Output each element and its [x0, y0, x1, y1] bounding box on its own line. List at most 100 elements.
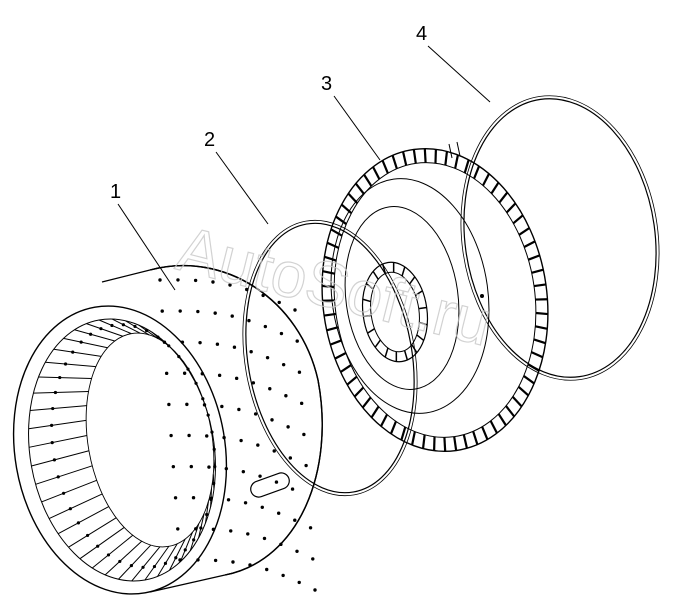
drum-hole: [193, 278, 198, 283]
callout-2: 2: [204, 129, 215, 151]
hub-tooth: [462, 434, 468, 449]
hub-tooth: [523, 375, 535, 385]
bore-spline: [367, 328, 375, 334]
drum-hole: [213, 558, 218, 563]
hub-tooth: [330, 228, 343, 237]
hub-tooth: [511, 396, 523, 408]
hub-tooth: [354, 182, 365, 195]
bore-spline: [415, 290, 423, 296]
drum-spline-dot: [58, 375, 62, 380]
hub-tooth: [412, 149, 417, 164]
drum-spline: [74, 329, 115, 342]
hub-tooth: [505, 202, 517, 214]
drum-hole: [234, 376, 239, 381]
drum-hole: [226, 498, 231, 502]
drum-spline-dot: [76, 521, 81, 525]
drum-hole: [293, 518, 297, 522]
hub-tooth: [523, 240, 536, 248]
bore-spline: [419, 321, 428, 326]
drum-hole: [194, 527, 198, 531]
hub-tooth: [517, 385, 530, 397]
drum-spline: [28, 435, 87, 448]
hub-tooth: [321, 284, 335, 289]
hub-tooth: [512, 214, 524, 225]
drum-spline-dot: [71, 350, 75, 354]
drum-spline: [68, 517, 117, 548]
drum-spline: [144, 546, 170, 581]
drum-spline: [38, 376, 92, 379]
watermark-text: AutoSoft.ru: [170, 212, 498, 359]
drum-spline: [63, 337, 108, 349]
hub-tooth: [535, 311, 549, 316]
drum-hole: [279, 542, 283, 547]
drum-hole: [185, 402, 189, 407]
hub-tooth: [531, 268, 544, 274]
drum-spline: [79, 527, 125, 560]
hub-tooth: [527, 254, 541, 261]
part-1-perforated-drum: [12, 265, 323, 595]
hub-tooth: [463, 159, 470, 174]
drum-spline-dot: [106, 553, 111, 557]
drum-hole: [211, 280, 215, 284]
hub-tooth: [527, 363, 540, 372]
drum-spline: [45, 361, 96, 368]
hub-tooth: [334, 352, 347, 360]
bore-spline: [372, 270, 379, 280]
drum-hole: [160, 309, 164, 313]
drum-hole: [248, 563, 252, 567]
hub-tooth: [472, 430, 479, 445]
drum-spline: [41, 479, 97, 503]
drum-hole: [198, 340, 202, 345]
drum-spline: [33, 391, 89, 394]
drum-hole: [237, 407, 241, 412]
hub-tooth: [411, 431, 416, 446]
callout-4: 4: [416, 23, 427, 45]
drum-spline-dot: [133, 324, 137, 329]
drum-hole: [251, 381, 256, 385]
drum-spline: [189, 523, 200, 551]
drum-hole: [228, 283, 232, 287]
part-3-spline-hub: [321, 147, 549, 453]
drum-spline-dot: [152, 564, 157, 569]
drum-hole: [180, 340, 185, 344]
drum-spline: [204, 501, 209, 524]
drum-spline: [31, 450, 90, 467]
drum-hole: [171, 464, 176, 469]
drum-hole: [265, 567, 269, 572]
hub-tooth: [489, 420, 498, 434]
drum-spline-dot: [163, 561, 168, 565]
drum-hole: [268, 387, 272, 391]
drum-spline-dot: [183, 548, 187, 552]
hub-tooth: [530, 351, 544, 359]
hub-tooth: [423, 148, 427, 163]
drum-spline: [169, 538, 186, 571]
hub-tooth: [400, 426, 407, 441]
drum-hole: [211, 527, 216, 532]
drum-hole: [176, 527, 180, 531]
hub-tooth: [453, 436, 458, 451]
hub-tooth: [372, 166, 381, 180]
drum-hole: [281, 362, 286, 367]
drum-spline-dot: [141, 565, 145, 569]
drum-spline: [53, 348, 102, 357]
drum-hole: [176, 278, 180, 282]
drum-hole: [200, 372, 204, 376]
drum-hole: [196, 558, 200, 562]
hub-tooth: [324, 255, 337, 262]
hub-tooth: [498, 191, 509, 204]
drum-hole: [191, 496, 196, 500]
drum-hole: [246, 532, 250, 536]
drum-hole: [202, 403, 207, 407]
hub-tooth: [322, 270, 335, 275]
drum-spline-dot: [50, 440, 54, 445]
leader-lines: [117, 45, 491, 291]
drum-spline-dot: [199, 526, 203, 530]
hub-tooth: [381, 160, 389, 174]
drum-spline: [28, 419, 87, 430]
hub-tooth: [346, 375, 358, 386]
drum-spline-dot: [51, 406, 55, 411]
drum-spline: [57, 506, 110, 535]
hub-tooth: [326, 326, 339, 332]
hub-tooth: [361, 396, 372, 409]
hub-tooth: [363, 174, 373, 187]
